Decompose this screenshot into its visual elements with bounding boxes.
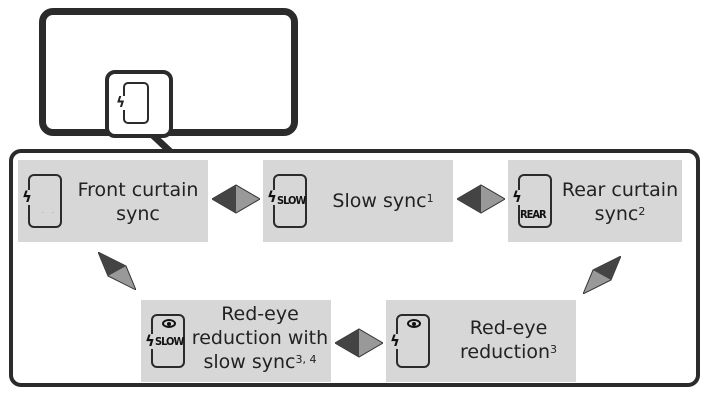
eye-icon <box>407 319 421 328</box>
double-arrow-redeye-slow-redeye <box>335 328 383 358</box>
red-eye-reduction-icon: ϟ <box>390 314 430 368</box>
flash-bolt-icon: ϟ <box>267 188 277 206</box>
flash-bolt-icon: ϟ <box>22 188 32 206</box>
eye-icon <box>162 319 176 328</box>
slow-sync-label: Slow sync1 <box>332 190 434 212</box>
slow-sync-icon: ϟ SLOW <box>267 174 307 228</box>
double-arrow-slow-rear <box>457 184 505 214</box>
diagonal-arrow-front-redeye-slow <box>98 252 136 290</box>
flash-bolt-icon: ϟ <box>145 332 155 350</box>
front-curtain-sync-icon: ϟ · · <box>22 174 62 228</box>
flash-mode-mini-icon: ϟ <box>116 82 149 124</box>
red-eye-slow-sync-icon: ϟ SLOW <box>145 314 185 368</box>
mode-slow-sync: ϟ SLOW Slow sync1 <box>263 160 453 242</box>
flash-bolt-icon: ϟ <box>390 332 400 350</box>
double-arrow-front-slow <box>212 184 260 214</box>
flash-mode-indicator-callout: ϟ <box>105 70 173 138</box>
flash-bolt-icon: ϟ <box>512 188 522 206</box>
rear-curtain-sync-icon: ϟ REAR <box>512 174 552 228</box>
diagonal-arrow-rear-redeye <box>583 256 621 294</box>
